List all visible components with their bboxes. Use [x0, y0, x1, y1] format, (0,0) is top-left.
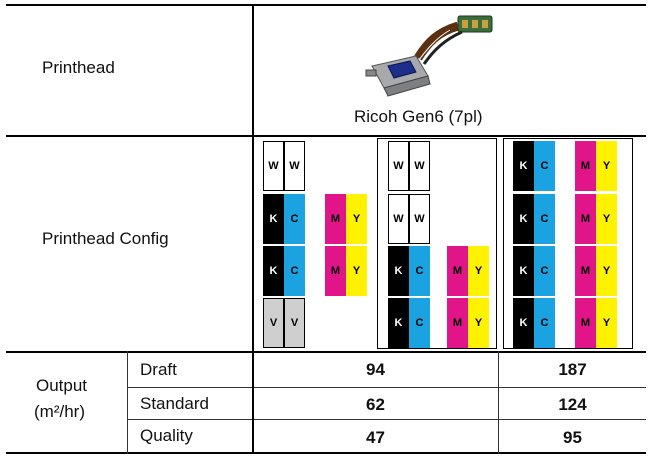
k-cell: K — [513, 298, 534, 348]
col-divider-output — [127, 351, 128, 454]
c-cell: C — [409, 246, 430, 296]
mode-draft-label: Draft — [140, 360, 177, 379]
kc-pair: K C — [513, 246, 555, 296]
ww-pair: W W — [388, 194, 430, 244]
my-pair: M Y — [447, 298, 489, 348]
c-cell: C — [534, 194, 555, 244]
my-pair: M Y — [575, 298, 617, 348]
y-cell: Y — [596, 194, 617, 244]
y-cell: Y — [596, 246, 617, 296]
ww-pair: W W — [263, 141, 305, 191]
mode-quality-label: Quality — [140, 426, 193, 445]
my-pair: M Y — [575, 141, 617, 191]
kc-pair: K C — [263, 246, 305, 296]
y-cell: Y — [596, 141, 617, 191]
mode-standard-label: Standard — [140, 394, 209, 413]
c-cell: C — [534, 246, 555, 296]
table-bottom-border — [6, 452, 646, 454]
y-cell: Y — [468, 298, 489, 348]
y-cell: Y — [468, 246, 489, 296]
w-cell: W — [263, 141, 284, 191]
kc-pair: K C — [513, 141, 555, 191]
k-cell: K — [513, 141, 534, 191]
standard-value-col2: 124 — [558, 395, 587, 414]
kc-pair: K C — [388, 298, 430, 348]
config-option-2-box — [377, 138, 497, 349]
c-cell: C — [284, 194, 305, 244]
w-cell: W — [409, 141, 430, 191]
printhead-label: Printhead — [42, 58, 115, 77]
kc-pair: K C — [263, 194, 305, 244]
my-pair: M Y — [325, 194, 367, 244]
w-cell: W — [409, 194, 430, 244]
quality-value-col2: 95 — [563, 428, 582, 447]
row-divider-1 — [6, 135, 646, 137]
m-cell: M — [447, 246, 468, 296]
k-cell: K — [513, 194, 534, 244]
y-cell: Y — [346, 246, 367, 296]
table-top-border — [6, 4, 646, 6]
v-cell: V — [263, 298, 284, 348]
c-cell: C — [534, 298, 555, 348]
m-cell: M — [325, 246, 346, 296]
vv-pair: V V — [263, 298, 305, 348]
output-unit: (m²/hr) — [34, 402, 85, 421]
row-divider-3 — [128, 387, 646, 388]
kc-pair: K C — [388, 246, 430, 296]
draft-value-col1: 94 — [366, 360, 385, 379]
my-pair: M Y — [447, 246, 489, 296]
quality-value-col1: 47 — [366, 428, 385, 447]
my-pair: M Y — [575, 246, 617, 296]
k-cell: K — [263, 194, 284, 244]
k-cell: K — [388, 246, 409, 296]
w-cell: W — [388, 194, 409, 244]
v-cell: V — [284, 298, 305, 348]
draft-value-col2: 187 — [558, 360, 587, 379]
config-option-3-box — [503, 138, 633, 349]
k-cell: K — [513, 246, 534, 296]
k-cell: K — [263, 246, 284, 296]
m-cell: M — [575, 194, 596, 244]
m-cell: M — [575, 298, 596, 348]
w-cell: W — [284, 141, 305, 191]
c-cell: C — [284, 246, 305, 296]
printhead-name: Ricoh Gen6 (7pl) — [354, 107, 483, 126]
row-divider-2 — [6, 351, 646, 353]
config-label: Printhead Config — [42, 229, 169, 248]
m-cell: M — [575, 246, 596, 296]
k-cell: K — [388, 298, 409, 348]
output-label: Output — [36, 376, 88, 395]
y-cell: Y — [346, 194, 367, 244]
printhead-image — [365, 15, 493, 97]
col-divider-values — [498, 351, 499, 454]
standard-value-col1: 62 — [366, 395, 385, 414]
my-pair: M Y — [575, 194, 617, 244]
y-cell: Y — [596, 298, 617, 348]
m-cell: M — [575, 141, 596, 191]
kc-pair: K C — [513, 298, 555, 348]
m-cell: M — [325, 194, 346, 244]
col-divider-main — [252, 4, 254, 454]
w-cell: W — [388, 141, 409, 191]
c-cell: C — [534, 141, 555, 191]
m-cell: M — [447, 298, 468, 348]
c-cell: C — [409, 298, 430, 348]
my-pair: M Y — [325, 246, 367, 296]
kc-pair: K C — [513, 194, 555, 244]
row-divider-4 — [128, 419, 646, 420]
ww-pair: W W — [388, 141, 430, 191]
